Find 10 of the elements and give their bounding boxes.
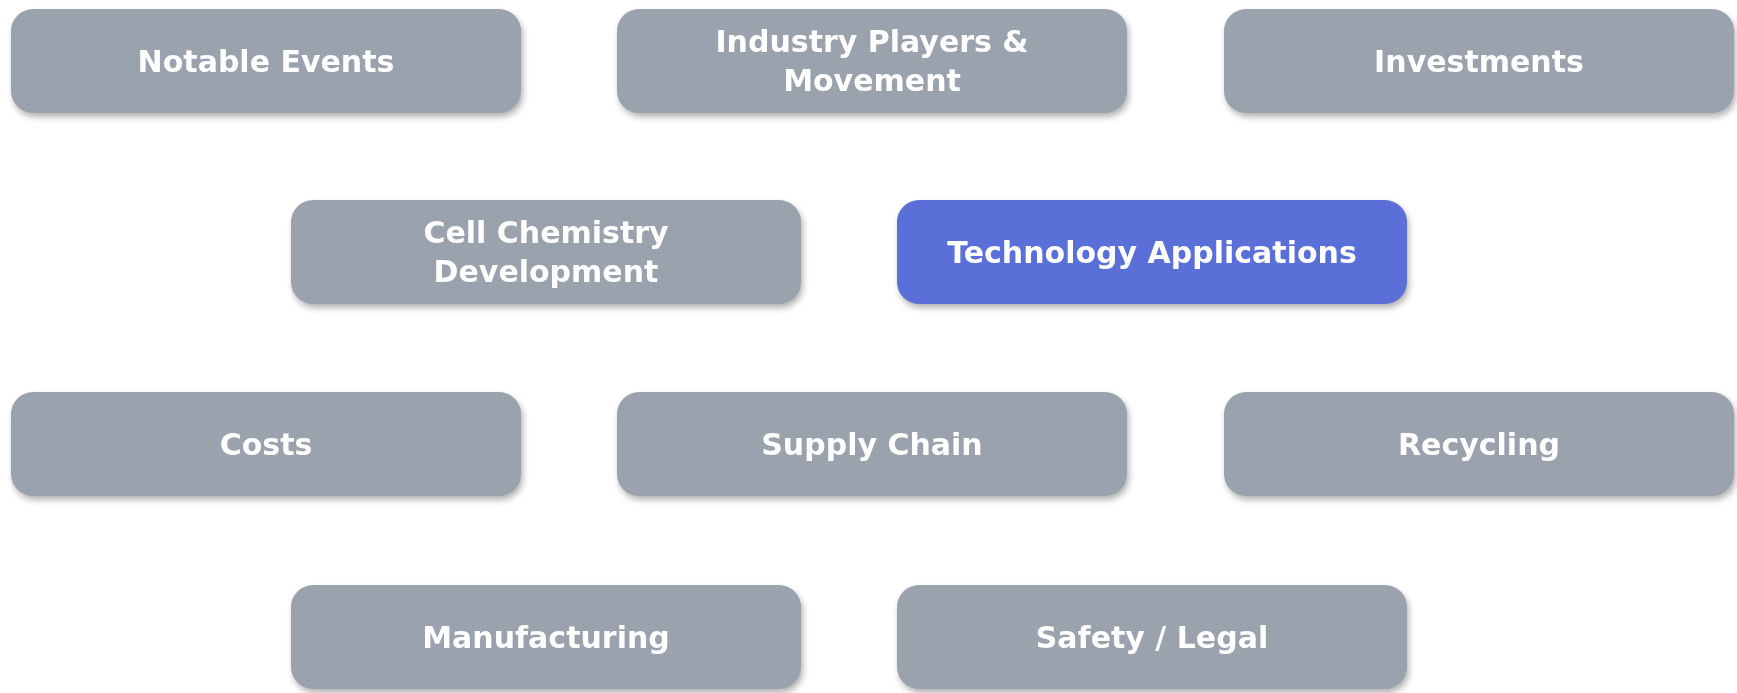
topic-button: Recycling (1224, 392, 1734, 496)
topic-button: Industry Players & Movement (617, 9, 1127, 113)
topic-button: Supply Chain (617, 392, 1127, 496)
topic-button: Safety / Legal (897, 585, 1407, 689)
topic-button: Notable Events (11, 9, 521, 113)
topic-button: Costs (11, 392, 521, 496)
topic-button: Manufacturing (291, 585, 801, 689)
topic-button: Investments (1224, 9, 1734, 113)
topic-button: Technology Applications (897, 200, 1407, 304)
topic-button: Cell Chemistry Development (291, 200, 801, 304)
